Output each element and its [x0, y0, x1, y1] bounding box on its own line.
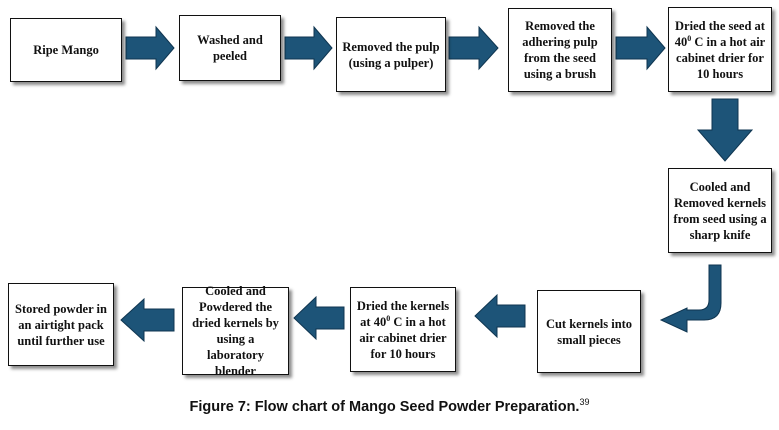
arrow-left-1	[474, 293, 526, 339]
step-line: cabinet drier for	[676, 50, 764, 65]
step-line: Washed and	[197, 33, 263, 47]
arrow-left-2	[293, 295, 345, 341]
step-line: Powdered the	[198, 300, 273, 314]
step-removed-pulp: Removed the pulp(using a pulper)	[336, 17, 446, 92]
step-line: peeled	[212, 49, 248, 63]
arrow-right-1	[125, 25, 175, 71]
step-line: for 10 hours	[370, 346, 436, 361]
step-line: 10 hours	[696, 66, 744, 81]
step-line: Ripe Mango	[33, 43, 99, 57]
arrow-right-2	[284, 25, 333, 71]
step-text: Ripe Mango	[33, 42, 99, 58]
step-line: Dried the seed at	[675, 18, 765, 33]
step-line: from seed using a	[673, 211, 767, 226]
step-line: air cabinet drier	[359, 330, 447, 345]
step-line: small pieces	[557, 332, 621, 347]
step-line: sharp knife	[689, 227, 751, 242]
step-text: Removed the pulp(using a pulper)	[342, 39, 439, 71]
step-text: Washed and peeled	[197, 32, 263, 64]
step-line: 400 C in a hot air	[674, 33, 766, 49]
step-line: Removed the pulp	[342, 39, 440, 54]
step-ripe-mango: Ripe Mango	[10, 18, 122, 82]
arrow-right-3	[448, 25, 499, 71]
caption-citation: 39	[579, 397, 590, 408]
arrow-right-4	[615, 25, 666, 71]
step-line: until further use	[17, 333, 105, 348]
step-line: an airtight pack	[18, 317, 104, 332]
step-line: Removed kernels	[674, 195, 766, 210]
step-line: Cooled and	[689, 179, 751, 194]
figure-caption: Figure 7: Flow chart of Mango Seed Powde…	[0, 397, 779, 415]
step-line: dried kernels by	[192, 316, 279, 330]
step-line: Cut kernels into	[545, 316, 633, 331]
caption-text: Figure 7: Flow chart of Mango Seed Powde…	[189, 399, 580, 415]
step-line: Removed the	[525, 19, 595, 33]
step-line: Cooled and	[205, 284, 266, 298]
step-line: using a laboratory	[207, 332, 264, 362]
step-washed-peeled: Washed and peeled	[179, 15, 281, 81]
step-line: using a brush	[523, 67, 597, 81]
step-removed-adhering-pulp: Removed the adhering pulp from the seed usi…	[508, 8, 612, 92]
step-line: blender	[215, 364, 256, 378]
step-line: Stored powder in	[15, 301, 107, 316]
step-text: Removed the adhering pulp from the seed usi…	[522, 18, 597, 82]
arrow-curved-turn	[659, 264, 722, 333]
step-line: from the seed	[524, 51, 596, 65]
step-line: Dried the kernels	[356, 298, 450, 313]
arrow-down	[696, 98, 754, 162]
step-line: adhering pulp	[522, 35, 598, 49]
step-line: at 400 C in a hot	[360, 313, 446, 329]
step-line: (using a pulper)	[348, 55, 434, 70]
arrow-left-3	[120, 297, 175, 343]
